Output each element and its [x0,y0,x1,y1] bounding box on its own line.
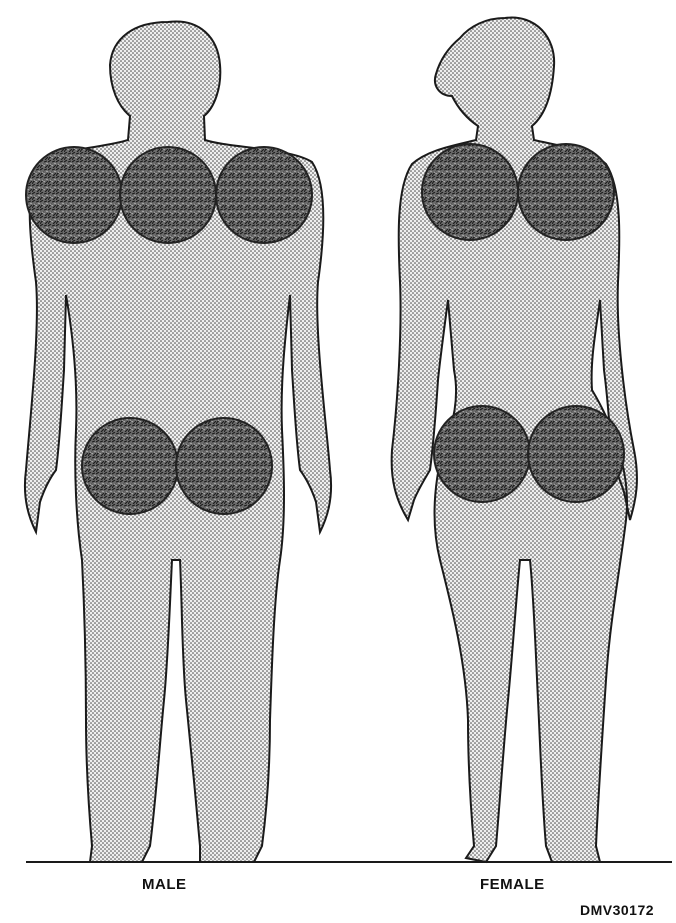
male-right-shoulder-zone [216,147,312,243]
female-left-shoulder-zone [422,144,518,240]
female-right-shoulder-zone [518,144,614,240]
male-left-shoulder-zone [26,147,122,243]
figure-code: DMV30172 [580,902,654,918]
female-label: FEMALE [480,876,545,893]
male-upper-back-zone [120,147,216,243]
female-left-buttock-zone [434,406,530,502]
male-left-buttock-zone [82,418,178,514]
male-label: MALE [142,876,187,893]
female-figure [392,18,637,862]
female-right-buttock-zone [528,406,624,502]
male-right-buttock-zone [176,418,272,514]
male-figure [25,21,331,862]
